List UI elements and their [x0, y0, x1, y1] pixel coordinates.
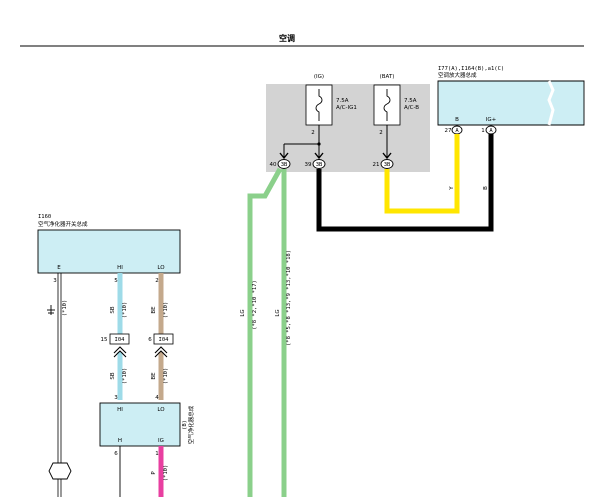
- fuse-symbol-icon: [383, 89, 391, 121]
- connector-box: [109, 333, 130, 345]
- wire-b-label: B: [483, 186, 489, 190]
- wire-y-label: Y: [449, 186, 455, 191]
- connector-num: 15: [101, 337, 108, 343]
- connector-i04-6: 6 I04: [148, 333, 174, 358]
- fuse-ig-pin: 2: [311, 130, 315, 136]
- amplifier-pin-27: 27: [445, 128, 452, 134]
- amplifier-pin-27-conn: A: [455, 128, 459, 134]
- terminal-40: 40 3B: [270, 159, 291, 169]
- wire-lo-label: BE: [151, 306, 157, 314]
- terminal-oval: [312, 159, 326, 169]
- wire-hi-label-2: SB: [110, 372, 116, 379]
- switch-pin-5: 5: [114, 278, 118, 284]
- fuse-bat-source: (BAT): [380, 74, 395, 80]
- fuse-block-box: [266, 84, 430, 172]
- switch-code: I160: [38, 214, 51, 220]
- wire-lg2-label: LG: [275, 309, 281, 316]
- wire-hi-label: SB: [110, 306, 116, 313]
- switch-name: 空气净化器开关总成: [38, 220, 88, 228]
- terminal-conn: 3B: [281, 162, 288, 168]
- terminal-39: 39 3B: [305, 159, 326, 169]
- terminal-arrow-icon: [279, 152, 289, 160]
- purifier-pin-3: 3: [114, 395, 118, 401]
- connector-num: 6: [148, 337, 152, 343]
- terminal-oval: [277, 159, 291, 169]
- wire-lg-1: [247, 167, 283, 497]
- fuse-bat-rating: 7.5A: [404, 98, 417, 104]
- wire-lg1-label: LG: [240, 309, 246, 316]
- amplifier-pin-ig-label: IG+: [486, 117, 497, 123]
- terminal-arrow-icon: [314, 152, 324, 160]
- wire-ig-note: (*10): [163, 465, 169, 482]
- fuse-block: (IG) 7.5A A/C-IG1 2 (BAT) 7.5A A/C-B 2 4: [266, 74, 430, 172]
- fuse-ig-name: A/C-IG1: [336, 105, 357, 111]
- purifier-pin-ig-label: IG: [158, 438, 164, 444]
- connector-i04-15: 15 I04: [101, 333, 130, 358]
- terminal-num: 40: [270, 162, 277, 168]
- fuse-bat-pin: 2: [379, 130, 383, 136]
- switch-box: [37, 229, 181, 274]
- connector-code: I04: [159, 337, 170, 343]
- purifier-pin-hi-label: HI: [117, 407, 123, 413]
- fuse-ig: (IG) 7.5A A/C-IG1 2: [305, 74, 357, 136]
- wire-ig-label: P: [151, 471, 157, 475]
- amplifier-pin-1-conn: A: [489, 128, 493, 134]
- amplifier-pin-1: 1: [481, 128, 485, 134]
- connector-chevron-icon: [113, 346, 127, 358]
- switch-pin-2: 2: [155, 278, 159, 284]
- purifier-name: 空气净化器总成: [187, 405, 195, 444]
- wire-lo-note: (*10): [163, 302, 169, 319]
- splice-circle-icon: [48, 462, 72, 480]
- terminal-arrow-icon: [382, 152, 392, 160]
- wire-black: [316, 134, 494, 232]
- purifier-pin-6: 6: [114, 451, 118, 457]
- ground-symbol-icon: [47, 305, 55, 315]
- wire-yellow: [384, 134, 460, 214]
- wire-hi-note: (*10): [122, 302, 128, 319]
- page-title: 空调: [279, 33, 295, 43]
- amplifier-name: 空调放大器总成: [438, 71, 477, 79]
- break-mark: [547, 80, 555, 126]
- wire-lg2-note: (*8 *5,*8 *13,*9 *13,*10 *18): [286, 250, 292, 346]
- amplifier-pin-b-label: B: [455, 117, 459, 123]
- wire-lo-note-2: (*10): [163, 368, 169, 385]
- fuse-ig-source: (IG): [314, 74, 324, 80]
- terminal-conn: 3B: [316, 162, 323, 168]
- wire-hi-note-2: (*10): [122, 368, 128, 385]
- air-purifier-switch: I160 空气净化器开关总成 E HI LO 3 5 2: [37, 214, 181, 284]
- air-purifier-assembly: 3 4 HI LO H IG 6 1 (B) 空气净化器总成: [99, 395, 195, 457]
- terminal-oval: [380, 159, 394, 169]
- purifier-pin-lo-label: LO: [157, 407, 165, 413]
- wire-lo-label-2: BE: [151, 372, 157, 380]
- purifier-pin-h-label: H: [118, 438, 122, 444]
- purifier-side-code: (B): [182, 420, 188, 430]
- connector-chevron-icon: [154, 346, 168, 358]
- purifier-box: [99, 402, 181, 447]
- switch-pin-e-label: E: [57, 265, 61, 271]
- fuse-bat-name: A/C-B: [404, 105, 419, 111]
- switch-pin-hi-label: HI: [117, 265, 123, 271]
- terminal-conn: 3B: [384, 162, 391, 168]
- wire-e-note: (*10): [62, 300, 68, 317]
- terminal-num: 39: [305, 162, 312, 168]
- ac-amplifier-assembly: I77(A),I164(B),a1(C) 空调放大器总成 B IG+ 27 A …: [437, 66, 585, 135]
- switch-pin-lo-label: LO: [157, 265, 165, 271]
- purifier-pin-1: 1: [155, 451, 159, 457]
- switch-pin-3: 3: [53, 278, 57, 284]
- terminal-21: 21 3B: [373, 159, 394, 169]
- fuse-ig-rating: 7.5A: [336, 98, 349, 104]
- terminal-num: 21: [373, 162, 380, 168]
- fuse-symbol-icon: [315, 89, 323, 121]
- fuse-bat: (BAT) 7.5A A/C-B 2: [373, 74, 419, 136]
- purifier-pin-4: 4: [155, 395, 159, 401]
- connector-box: [153, 333, 174, 345]
- connector-code: I04: [115, 337, 126, 343]
- amplifier-box: [437, 80, 585, 126]
- amplifier-code: I77(A),I164(B),a1(C): [438, 66, 504, 72]
- wire-lg1-note: (*8 *2,*10 *17): [252, 280, 258, 330]
